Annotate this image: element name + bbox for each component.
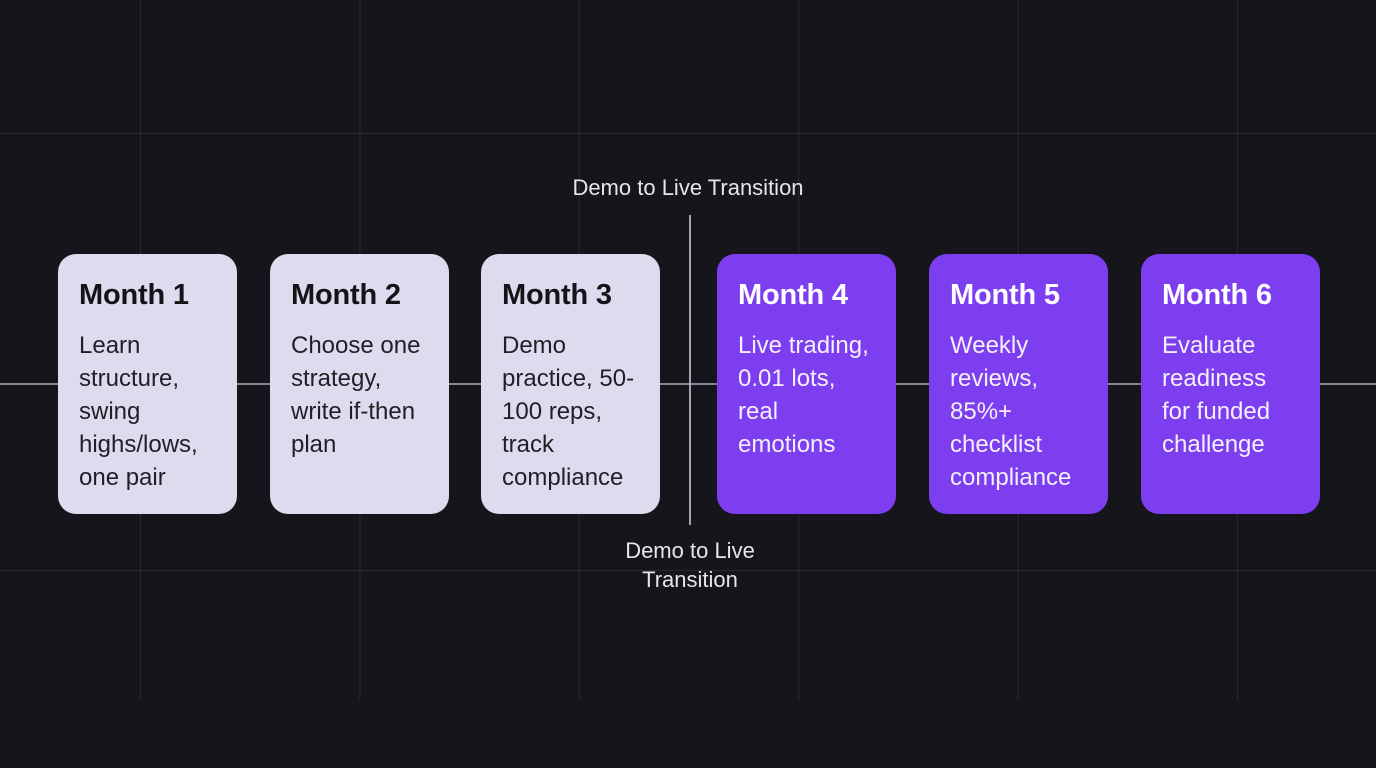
month-title: Month 5 [950,279,1060,311]
transition-divider-line [689,215,691,525]
month-description: Evaluate readiness for funded challenge [1162,332,1271,458]
month-card-1: Month 1 Learn structure, swing highs/low… [58,254,237,514]
month-card-6: Month 6 Evaluate readiness for funded ch… [1141,254,1320,514]
month-description: Live trading, 0.01 lots, real emotions [738,332,869,458]
month-title: Month 2 [291,279,401,311]
month-card-4: Month 4 Live trading, 0.01 lots, real em… [717,254,896,514]
transition-label-top: Demo to Live Transition [572,175,804,200]
month-card-2: Month 2 Choose one strategy, write if-th… [270,254,449,514]
month-description: Demo practice, 50-100 reps, track compli… [502,332,635,491]
transition-label-bottom-text: Demo to Live Transition [625,538,755,592]
month-description: Weekly reviews, 85%+ checklist complianc… [950,332,1072,491]
month-description: Choose one strategy, write if-then plan [291,332,421,458]
month-title: Month 1 [79,279,189,311]
month-card-5: Month 5 Weekly reviews, 85%+ checklist c… [929,254,1108,514]
month-card-3: Month 3 Demo practice, 50-100 reps, trac… [481,254,660,514]
month-description: Learn structure, swing highs/lows, one p… [79,332,198,491]
month-title: Month 3 [502,279,612,311]
transition-label-bottom: Demo to Live Transition [2,536,1376,594]
month-title: Month 4 [738,279,848,311]
timeline-axis-line [0,383,1376,385]
month-title: Month 6 [1162,279,1272,311]
